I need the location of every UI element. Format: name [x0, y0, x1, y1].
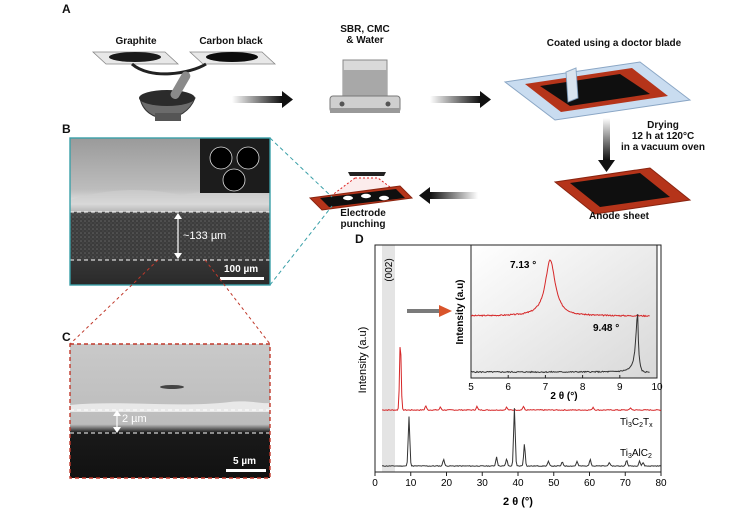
- x-tick-label: 70: [620, 478, 632, 489]
- mixing-label: SBR, CMC & Water: [340, 24, 390, 46]
- drying-label: Drying 12 h at 120°C in a vacuum oven: [621, 120, 705, 153]
- carbon-black-plate: [188, 51, 277, 65]
- x-tick-label: 50: [548, 478, 560, 489]
- panel-label-d: D: [355, 232, 364, 246]
- arrow-to-mixer: [232, 96, 282, 103]
- inset-series-ti3c2tx: [470, 259, 650, 318]
- carbon-black-label: Carbon black: [199, 36, 263, 47]
- anode-sheet-label: Anode sheet: [588, 211, 649, 222]
- arrow-to-coater: [430, 96, 480, 103]
- graphite-label: Graphite: [115, 36, 157, 47]
- inset-peak-label-1: 7.13 °: [510, 260, 536, 271]
- x-tick-label: 40: [512, 478, 524, 489]
- inset-series-ti3alc2: [470, 314, 650, 374]
- inset-x-tick-label: 5: [468, 382, 474, 393]
- coating-label: Coated using a doctor blade: [546, 38, 682, 49]
- inset-x-tick-label: 10: [651, 382, 663, 393]
- panel-label-c: C: [62, 330, 71, 344]
- inset-frame: [470, 244, 658, 379]
- legend-ti3alc2: Ti3AlC2: [620, 448, 652, 460]
- x-tick-label: 20: [441, 478, 453, 489]
- xrd-chart: 0 10 20 30 40 50 60 70 80 2 θ (°) Intensity (a.u) (…: [357, 244, 667, 508]
- sem-image-c: [69, 343, 271, 479]
- connector-b-bottom: [269, 205, 333, 286]
- doctor-blade-coating: [503, 61, 692, 121]
- sem-image-b: [69, 137, 271, 286]
- inset-x-tick-label: 8: [580, 382, 586, 393]
- anode-sheet: [553, 167, 692, 215]
- x-tick-label: 80: [655, 478, 667, 489]
- inset-x-tick-label: 7: [543, 382, 549, 393]
- xrd-inset-chart: 5 6 7 8 9 10 2 θ (°) Intensity (a.u) 7.13 ° 9.48 …: [455, 244, 663, 402]
- scale-b-label: 100 µm: [224, 264, 259, 275]
- scale-c-label: 5 µm: [233, 456, 256, 467]
- x-tick-label: 0: [372, 478, 378, 489]
- zoom-arrow-head: [439, 305, 452, 317]
- series-ti3alc2: [381, 408, 662, 467]
- y-axis-label: Intensity (a.u): [357, 327, 369, 394]
- series-ti3c2tx: [382, 347, 662, 411]
- zoom-arrow-shaft: [407, 309, 439, 313]
- mortar-and-pestle: [131, 62, 207, 121]
- connector-b-top: [269, 137, 333, 198]
- inset-peak-label-2: 9.48 °: [593, 323, 619, 334]
- x-axis-label: 2 θ (°): [503, 496, 533, 508]
- arrow-head-2: [480, 91, 491, 108]
- inset-x-axis-label: 2 θ (°): [550, 391, 577, 402]
- panel-label-a: A: [62, 2, 71, 16]
- panel-label-b: B: [62, 122, 71, 136]
- inset-x-tick-label: 9: [617, 382, 623, 393]
- arrow-down-to-sheet: [603, 118, 610, 160]
- x-tick-label: 60: [584, 478, 596, 489]
- inset-x-tick-label: 6: [505, 382, 511, 393]
- x-tick-label: 30: [477, 478, 489, 489]
- legend-ti3c2tx: Ti3C2Tx: [620, 417, 653, 429]
- graphite-plate: [91, 51, 180, 65]
- connector-c-left: [69, 259, 159, 345]
- xrd-highlight-band: [382, 245, 395, 472]
- thickness-c-label: 2 µm: [122, 413, 147, 425]
- arrow-head-1: [282, 91, 293, 108]
- arrow-head-4: [419, 187, 430, 204]
- x-tick-label: 10: [405, 478, 417, 489]
- punching-label: Electrode punching: [340, 208, 386, 230]
- arrow-to-punching: [430, 192, 478, 199]
- inset-y-axis-label: Intensity (a.u): [455, 279, 466, 344]
- electrode-punching: [308, 172, 414, 211]
- peak-002-label: (002): [384, 258, 395, 281]
- magnetic-stirrer: [329, 59, 401, 113]
- thickness-b-label: ~133 µm: [183, 230, 227, 242]
- arrow-head-3: [598, 160, 615, 172]
